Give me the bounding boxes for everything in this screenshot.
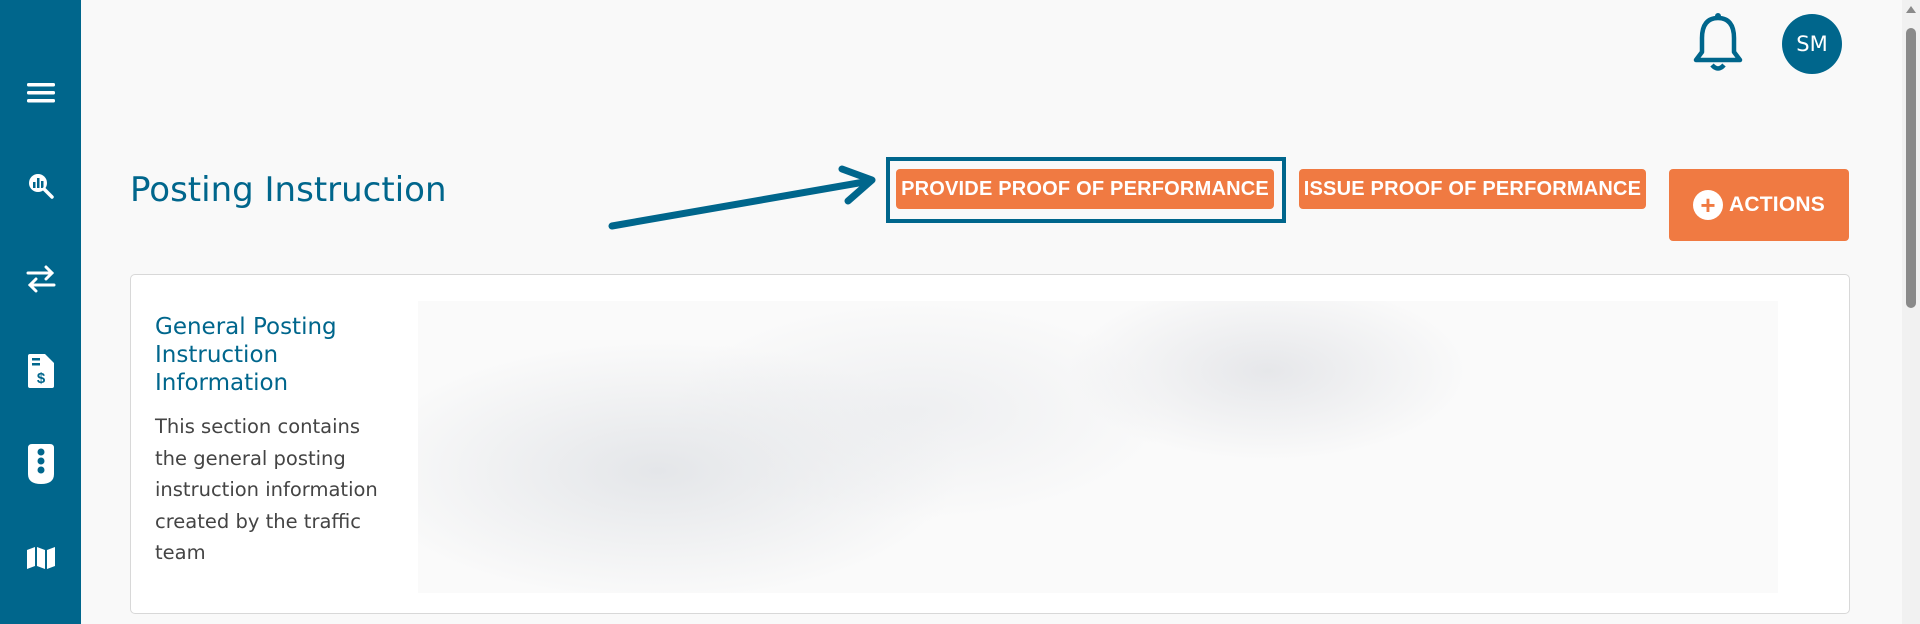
avatar-initials: SM <box>1796 32 1828 56</box>
svg-text:$: $ <box>37 370 46 387</box>
notification-bell-icon[interactable] <box>1690 12 1746 78</box>
map-icon[interactable] <box>22 539 60 577</box>
redacted-content <box>418 301 1778 593</box>
menu-icon[interactable] <box>22 74 60 112</box>
scroll-up-icon[interactable] <box>1906 6 1916 13</box>
annotation-arrow <box>608 165 876 230</box>
page-title: Posting Instruction <box>130 170 447 210</box>
scrollbar-thumb[interactable] <box>1906 28 1916 308</box>
plus-circle-icon: + <box>1693 190 1724 220</box>
invoice-icon[interactable]: $ <box>22 352 60 390</box>
section-description: This section contains the general postin… <box>155 415 378 564</box>
actions-label: ACTIONS <box>1729 193 1825 216</box>
general-info-card: General Posting Instruction Information … <box>130 274 1850 614</box>
avatar[interactable]: SM <box>1782 14 1842 74</box>
transfer-icon[interactable] <box>22 260 60 298</box>
traffic-light-icon[interactable] <box>22 444 60 484</box>
highlight-box <box>886 157 1286 223</box>
provide-proof-of-performance-button[interactable]: PROVIDE PROOF OF PERFORMANCE <box>896 169 1274 209</box>
scrollbar[interactable] <box>1902 0 1920 624</box>
issue-proof-of-performance-button[interactable]: ISSUE PROOF OF PERFORMANCE <box>1299 169 1646 209</box>
analytics-search-icon[interactable] <box>22 167 60 205</box>
sidebar: $ <box>0 0 81 624</box>
section-title: General Posting Instruction Information <box>155 314 337 396</box>
actions-button[interactable]: + ACTIONS <box>1669 169 1849 241</box>
